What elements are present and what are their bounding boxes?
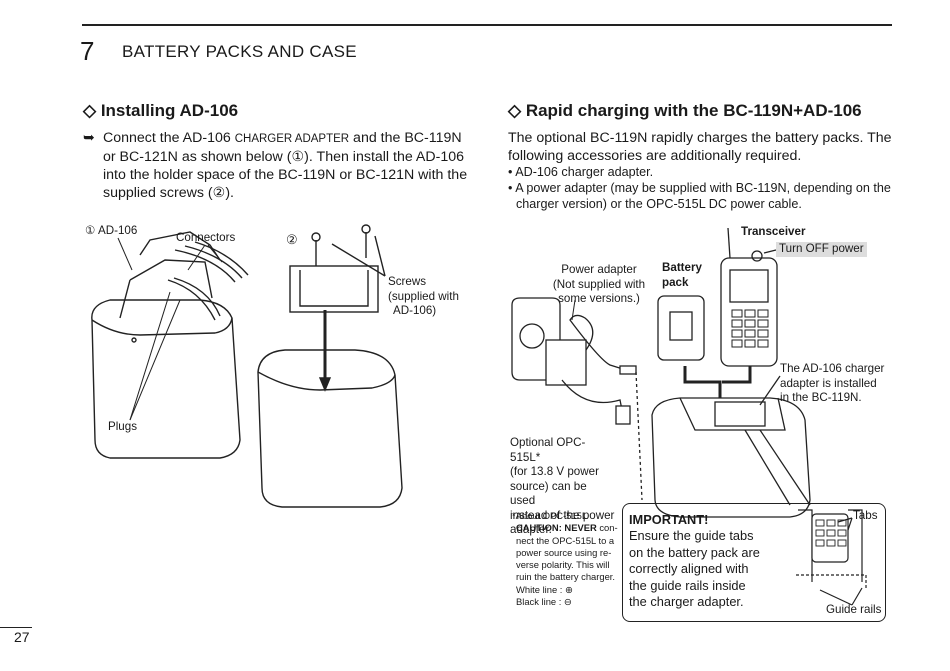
opc-line1: Optional OPC-515L*: [510, 436, 586, 464]
screws-label: Screws (supplied with AD-106): [388, 275, 459, 319]
section-heading-installing: ◇ Installing AD-106: [83, 101, 238, 121]
rapid-intro: The optional BC-119N rapidly charges the…: [508, 129, 898, 165]
battery-line2: pack: [662, 275, 689, 289]
note-line5: verse polarity. This will: [516, 559, 610, 571]
page-number: 27: [14, 629, 30, 645]
battery-pack-label: Battery pack: [662, 261, 702, 290]
tabs-detail-illustration: [796, 509, 867, 606]
ad-line3: in the BC-119N.: [780, 391, 862, 404]
battery-and-radio-illustration: [657, 227, 778, 416]
intro-line1: The optional BC-119N rapidly charges the…: [508, 130, 892, 146]
bullet-arrow-icon: ➥: [83, 130, 95, 146]
screws-line3: AD-106): [393, 304, 437, 317]
step2-label: ②: [286, 232, 298, 247]
opc-line2: (for 13.8 V power: [510, 465, 599, 478]
step1-leader-lines: [117, 237, 223, 421]
opc-line3: source) can be used: [510, 479, 587, 508]
charger-step1-illustration: [91, 231, 249, 459]
intro-line2: following accessories are additionally r…: [508, 148, 802, 164]
header-rule: [82, 24, 892, 26]
important-line2: on the battery pack are: [629, 544, 760, 560]
white-line-note: White line : ⊕: [516, 583, 573, 595]
screws-line1: Screws: [388, 275, 427, 288]
note-line6: ruin the battery charger.: [516, 571, 616, 583]
diamond-icon: ◇: [508, 101, 522, 120]
ad-line1: The AD-106 charger: [780, 362, 885, 375]
section-heading-rapid: ◇ Rapid charging with the BC-119N+AD-106: [508, 101, 862, 121]
transceiver-label: Transceiver: [741, 225, 806, 238]
bullet-power-adapter: • A power adapter (may be supplied with …: [508, 181, 891, 195]
para-line3: into the holder space of the BC-119N or …: [103, 167, 468, 183]
power-line2: (Not supplied with: [552, 277, 646, 291]
important-line3: correctly aligned with: [629, 561, 749, 577]
important-title: IMPORTANT!: [629, 512, 709, 527]
important-line4: the guide rails inside: [629, 577, 746, 593]
tabs-label: Tabs: [853, 509, 878, 522]
bullet-power-adapter-cont: charger version) or the OPC-515L DC powe…: [516, 197, 802, 211]
charger-step2-illustration: [257, 224, 403, 508]
para-line1-post: and the BC-119N: [349, 130, 462, 146]
caution-never: CAUTION: NEVER: [516, 522, 597, 534]
note-line1: *About OPC-515L: [512, 510, 588, 521]
power-line3: some versions.): [558, 292, 640, 305]
install-paragraph: Connect the AD-106 CHARGER ADAPTER and t…: [103, 129, 483, 202]
opc515l-label: Optional OPC-515L* (for 13.8 V power sou…: [510, 436, 615, 538]
heading-text: Installing AD-106: [100, 101, 239, 120]
black-line-note: Black line : ⊖: [516, 596, 572, 608]
heading-text: Rapid charging with the BC-119N+AD-106: [525, 101, 862, 120]
ad106-installed-label: The AD-106 charger adapter is installed …: [780, 362, 884, 406]
note-line4: power source using re-: [516, 546, 612, 558]
power-adapter-label: Power adapter (Not supplied with some ve…: [549, 263, 649, 307]
charger-right-illustration: [651, 375, 811, 518]
ad-line2: adapter is installed: [780, 376, 877, 390]
connectors-label: Connectors: [176, 231, 236, 244]
screws-line2: (supplied with: [388, 289, 459, 303]
power-line1: Power adapter: [561, 263, 637, 276]
footer-rule: [0, 627, 32, 628]
important-box: [622, 503, 886, 622]
important-line1: Ensure the guide tabs: [629, 528, 754, 544]
note-line3: nect the OPC-515L to a: [516, 534, 615, 546]
chapter-number: 7: [80, 36, 95, 66]
chapter-title: BATTERY PACKS AND CASE: [122, 42, 357, 61]
opc-line5: adapter.: [510, 523, 552, 536]
outlet-and-adapter-illustration: [511, 297, 643, 501]
charger-adapter-smallcaps: CHARGER ADAPTER: [234, 133, 350, 145]
bullet-ad106: • AD-106 charger adapter.: [508, 165, 654, 179]
power-adapter-leader: [571, 299, 576, 321]
opc-line4: instead of the power: [510, 508, 615, 522]
battery-line1: Battery: [662, 261, 702, 274]
important-text: IMPORTANT! Ensure the guide tabs on the …: [629, 512, 764, 610]
opc515l-caution-note: *About OPC-515L CAUTION: NEVER con- nect…: [512, 510, 618, 608]
turn-off-power-label: Turn OFF power: [776, 242, 867, 257]
accessory-list: • AD-106 charger adapter. • A power adap…: [508, 164, 900, 212]
para-line2: or BC-121N as shown below (①). Then inst…: [103, 149, 465, 165]
important-line5: the charger adapter.: [629, 594, 744, 610]
plugs-label: Plugs: [108, 420, 138, 433]
note-line2: con-: [596, 522, 618, 534]
diamond-icon: ◇: [83, 101, 97, 120]
step1-ad106-label: ① AD-106: [85, 224, 138, 237]
guide-rails-label: Guide rails: [826, 603, 882, 616]
para-line4: supplied screws (②).: [103, 185, 234, 201]
para-line1-pre: Connect the AD-106: [103, 130, 235, 146]
